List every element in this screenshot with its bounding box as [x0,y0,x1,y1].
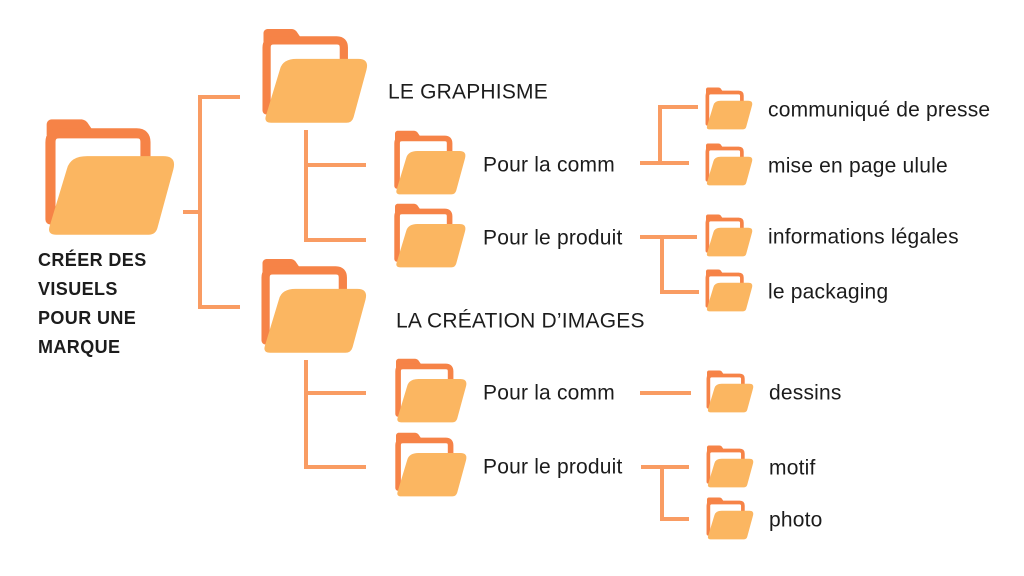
folder-icon-dessins [702,370,758,416]
connector-produit2-vertical [660,465,664,521]
connector-root-vertical [198,95,202,309]
folder-icon-produit1 [387,203,473,273]
connector-graphisme-to-comm [304,163,366,167]
root-folder-icon [34,118,186,245]
folder-icon-informations [701,214,757,260]
connector-produit2-horizontal [641,465,689,469]
node-label-produit2: Pour le produit [483,455,623,479]
node-label-comm2: Pour la comm [483,381,615,405]
leaf-label-photo: photo [769,508,823,532]
root-title-line: VISUELS [38,279,118,299]
connector-produit2-to-photo [660,517,689,521]
leaf-label-packaging: le packaging [768,280,889,304]
node-label-produit1: Pour le produit [483,226,623,250]
folder-icon-comm1 [387,130,473,200]
branch-label-graphisme: LE GRAPHISME [388,80,548,104]
folder-icon-communique [701,87,757,133]
connector-comm1-horizontal [640,161,689,165]
connector-root-to-creation [198,305,240,309]
connector-creation-vertical [304,360,308,469]
connector-graphisme-vertical [304,130,308,242]
root-title-line: MARQUE [38,337,121,357]
connector-creation-to-comm [304,391,366,395]
connector-graphisme-to-produit [304,238,366,242]
leaf-label-mise-en-page: mise en page ulule [768,154,948,178]
folder-icon-produit2 [388,432,474,502]
connector-creation-to-produit [304,465,366,469]
connector-root-to-graphisme [198,95,240,99]
folder-icon-creation [252,258,376,361]
folder-icon-motif [702,445,758,491]
root-title-line: CRÉER DES [38,250,147,270]
folder-icon-packaging [701,269,757,315]
connector-produit1-to-packaging [660,290,699,294]
root-title: CRÉER DES VISUELS POUR UNE MARQUE [38,246,147,362]
connector-comm2-to-dessins [640,391,691,395]
connector-root-stub [183,210,201,214]
folder-icon-photo [702,497,758,543]
root-title-line: POUR UNE [38,308,137,328]
leaf-label-motif: motif [769,456,816,480]
connector-comm1-to-communique [658,105,698,109]
connector-produit1-vertical [660,235,664,294]
leaf-label-informations: informations légales [768,225,959,249]
folder-icon-comm2 [388,358,474,428]
branch-label-creation: LA CRÉATION D’IMAGES [396,309,645,333]
connector-produit1-horizontal [640,235,697,239]
leaf-label-communique: communiqué de presse [768,98,991,122]
folder-icon-graphisme [253,28,377,131]
node-label-comm1: Pour la comm [483,153,615,177]
leaf-label-dessins: dessins [769,381,842,405]
folder-icon-mise-en-page [701,143,757,189]
connector-comm1-vertical [658,105,662,165]
